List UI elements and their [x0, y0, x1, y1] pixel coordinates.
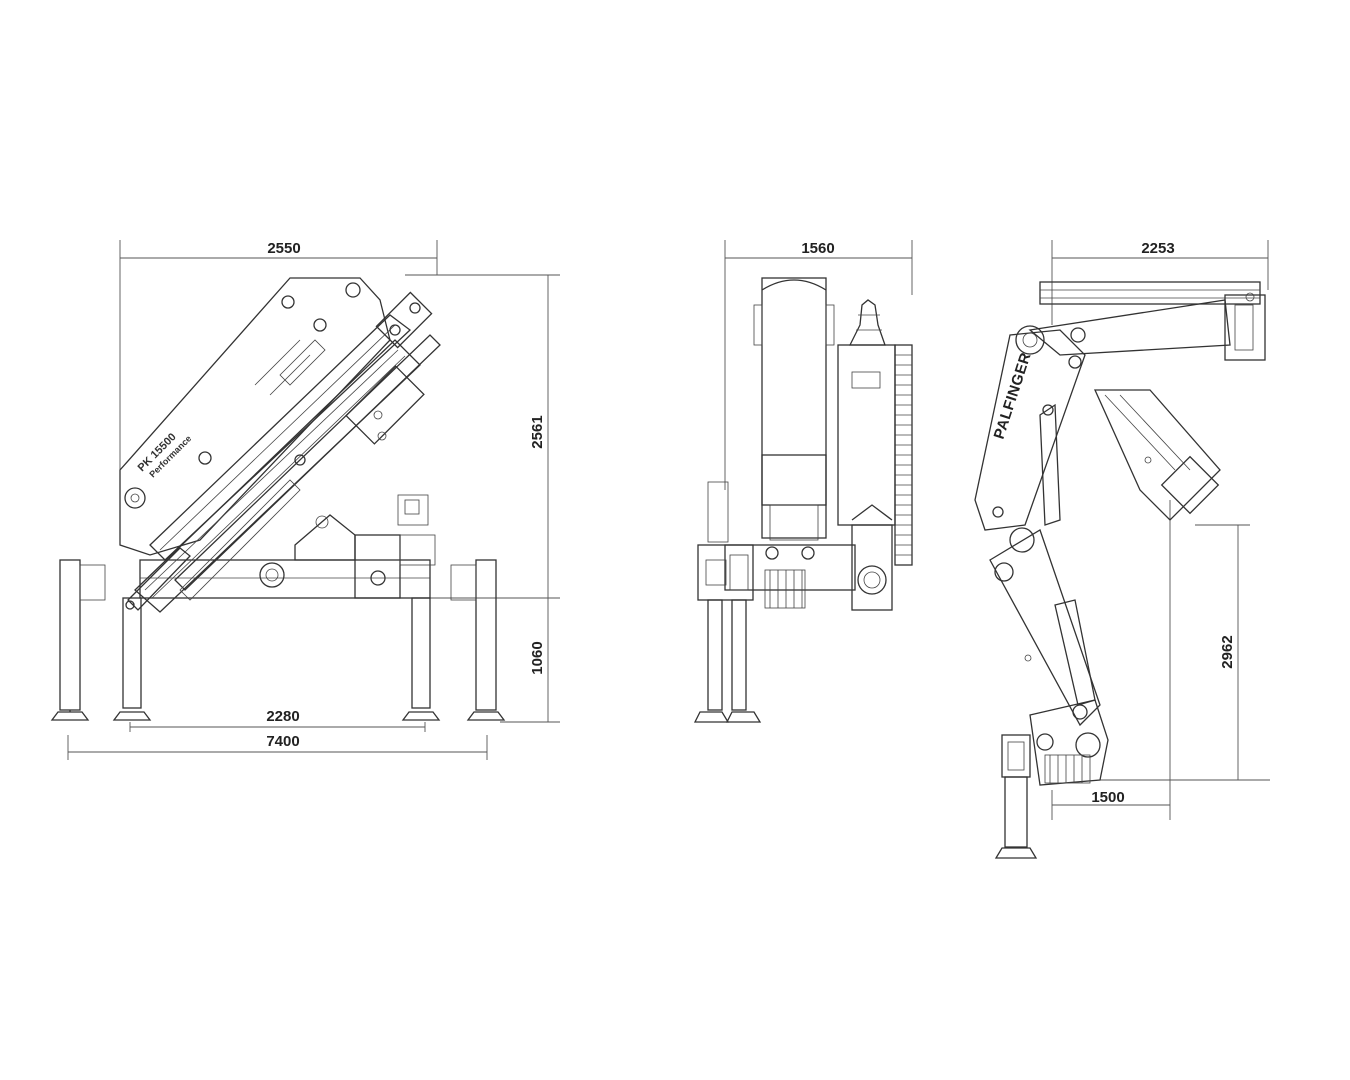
dimension-2962: 2962 [1100, 524, 1270, 781]
dim-label-1060: 1060 [529, 641, 546, 674]
front-legs [693, 599, 762, 723]
outer-stabiliser-right [450, 559, 506, 721]
dim-label-2280: 2280 [266, 708, 299, 725]
dim-label-1500: 1500 [1091, 789, 1124, 806]
dim-label-7400: 7400 [266, 733, 299, 750]
dimension-2253: 2253 [1051, 240, 1269, 325]
outer-stabiliser-left [50, 559, 106, 721]
stowed-view: 2253 2962 1500 [974, 240, 1270, 859]
dimension-1560: 1560 [724, 240, 913, 490]
boom-section [837, 299, 896, 611]
dim-label-1560: 1560 [801, 240, 834, 257]
dimension-1500: 1500 [1051, 500, 1171, 820]
dim-label-2561: 2561 [529, 415, 546, 448]
dim-label-2253: 2253 [1141, 240, 1174, 257]
stowed-jib [1028, 281, 1266, 361]
inner-leg-right [401, 597, 441, 721]
crane-base [139, 494, 436, 599]
stowed-extension [1093, 389, 1221, 521]
slewing-gear [894, 344, 913, 566]
dim-label-2962: 2962 [1219, 635, 1236, 668]
front-base [697, 481, 856, 609]
stowed-base [994, 699, 1109, 859]
front-view: 1560 [693, 240, 913, 723]
dimension-2280: 2280 [129, 708, 426, 732]
stowed-lower-boom [989, 527, 1101, 727]
crane-column [753, 277, 835, 541]
main-boom: PK 15500 Performance [119, 277, 441, 613]
inner-leg-left [112, 597, 152, 721]
dimension-2561: 2561 [405, 274, 560, 599]
dimension-1060: 1060 [500, 598, 560, 723]
dimension-7400: 7400 [67, 733, 488, 760]
side-view: 2550 2561 1060 2280 7400 [50, 240, 560, 760]
dim-label-2550: 2550 [267, 240, 300, 257]
stowed-main-boom: PALFINGER [974, 325, 1086, 531]
